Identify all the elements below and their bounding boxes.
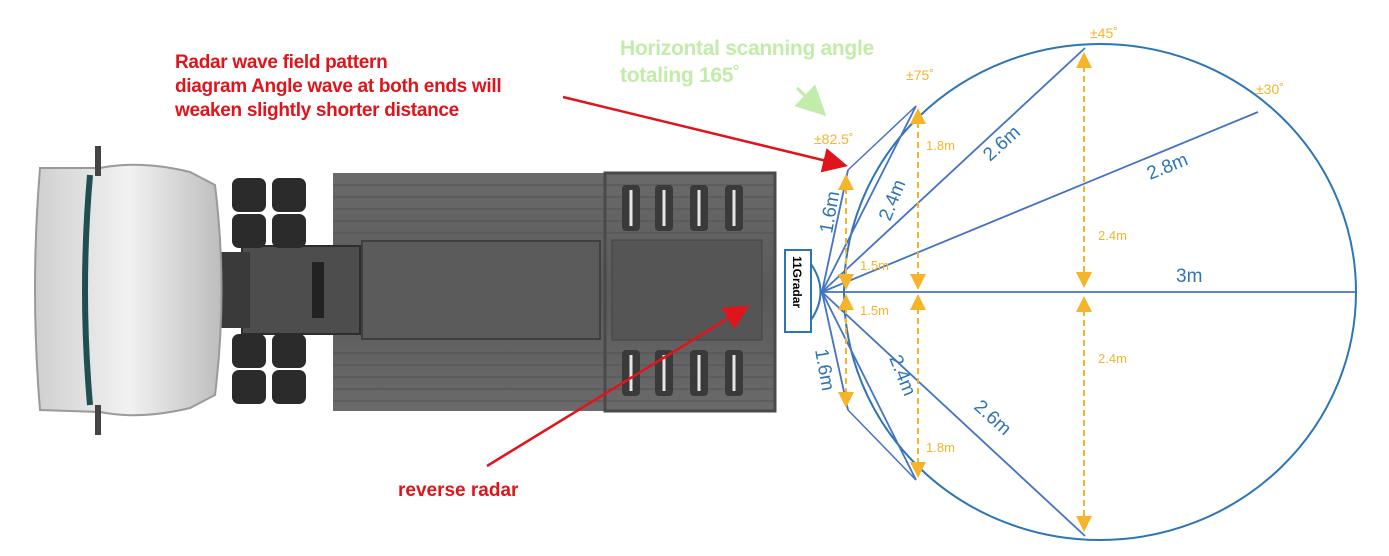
beam-75-bottom	[821, 291, 917, 481]
width-label-1-8m-bottom: 1.8m	[926, 440, 955, 455]
width-label-2-4m-top: 2.4m	[1098, 228, 1127, 243]
scan-angle-line-2: totaling 165˚	[620, 64, 740, 87]
beam-75-top	[821, 105, 917, 293]
side-mirror-top	[95, 146, 101, 176]
rear-deck	[611, 239, 763, 341]
pattern-note-arrow	[562, 95, 848, 173]
width-label-1-5m-top: 1.5m	[860, 258, 889, 273]
truck-cab	[34, 163, 223, 417]
scan-angle-line-1: Horizontal scanning angle	[620, 37, 874, 60]
angle-label-45: ±45˚	[1090, 25, 1118, 41]
beam-45-top	[821, 47, 1086, 293]
range-label-2-4m-top: 2.4m	[875, 177, 910, 224]
rear-frame	[603, 171, 777, 413]
angle-label-82-5: ±82.5˚	[814, 131, 854, 147]
side-mirror-bottom	[95, 405, 101, 435]
scan-angle-arrow	[794, 84, 827, 117]
beam-45-bottom	[821, 291, 1086, 537]
rear-axles	[629, 190, 736, 391]
range-label-2-4m-bottom: 2.4m	[884, 352, 919, 399]
pattern-note-line-2: diagram Angle wave at both ends will	[175, 76, 501, 97]
width-label-1-5m-bottom: 1.5m	[860, 303, 889, 318]
chassis-beam	[361, 240, 601, 340]
width-dimensions	[838, 52, 1092, 532]
beam-30-top	[821, 111, 1259, 293]
width-label-1-8m-top: 1.8m	[926, 138, 955, 153]
radar-sensor: 11Gradar	[784, 249, 822, 333]
chord-top	[847, 105, 917, 171]
pattern-note-line-1: Radar wave field pattern	[175, 52, 387, 73]
width-label-2-4m-bottom: 2.4m	[1098, 351, 1127, 366]
reverse-radar-label: reverse radar	[398, 480, 519, 501]
range-label-3m: 3m	[1176, 266, 1202, 287]
reverse-radar-arrow	[486, 305, 750, 468]
pattern-note-line-3: weaken slightly shorter distance	[174, 100, 459, 121]
range-label-2-6m-top: 2.6m	[979, 122, 1024, 166]
coupling-slot	[312, 262, 324, 318]
coupling-plate	[241, 245, 361, 335]
tractor-wheels	[232, 178, 306, 404]
radar-coverage: 11Gradar 3m 2.8m 2.6m 2.6m 2.4m 2.4m 1.6…	[784, 25, 1357, 541]
angle-label-30: ±30˚	[1256, 81, 1284, 97]
range-label-1-6m-bottom: 1.6m	[810, 347, 838, 392]
radar-sensor-label: 11Gradar	[790, 256, 804, 308]
annotation-arrows	[486, 84, 848, 468]
truck-illustration	[34, 146, 777, 435]
range-label-1-6m-top: 1.6m	[816, 190, 844, 235]
chord-bottom	[847, 409, 917, 481]
angle-label-75: ±75˚	[906, 67, 934, 83]
range-label-2-6m-bottom: 2.6m	[970, 396, 1015, 440]
range-label-2-8m: 2.8m	[1144, 149, 1191, 184]
range-beams	[821, 47, 1356, 537]
cab-windshield	[82, 174, 93, 406]
